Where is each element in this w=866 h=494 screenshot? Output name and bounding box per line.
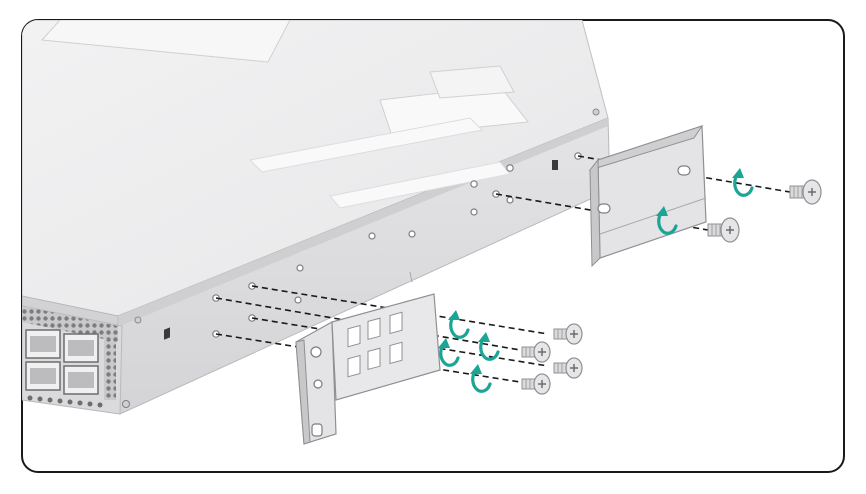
label-panel-1	[40, 20, 291, 63]
bracket-ear-holes	[310, 346, 323, 437]
phillips-screw	[553, 357, 583, 379]
phillips-screw	[553, 323, 583, 345]
rotation-arrows	[438, 168, 754, 393]
switch-chassis	[22, 20, 611, 415]
port-cage	[25, 329, 99, 395]
clockwise-rotation-arrow	[438, 338, 460, 367]
rear-bracket-slots	[597, 165, 691, 214]
front-led-holes	[27, 340, 116, 408]
label-panel-3	[429, 65, 515, 99]
clockwise-rotation-arrow	[448, 310, 470, 339]
side-seam	[409, 271, 413, 283]
vent-mesh	[22, 306, 118, 342]
front-mounting-bracket	[295, 293, 441, 445]
top-screw	[134, 316, 142, 324]
front-screw	[122, 400, 130, 408]
top-screw	[592, 108, 600, 116]
clockwise-rotation-arrow	[478, 332, 500, 361]
clockwise-rotation-arrow	[470, 364, 492, 393]
label-panel-5	[329, 161, 511, 209]
rear-bracket-lip-side	[589, 158, 601, 268]
phillips-screw	[707, 217, 740, 243]
clockwise-rotation-arrow	[656, 206, 678, 235]
side-slot	[552, 160, 558, 170]
rear-mounting-bracket	[588, 125, 707, 268]
phillips-screw	[521, 341, 551, 363]
side-slot	[164, 327, 170, 340]
bracket-cutouts	[347, 311, 403, 378]
phillips-screw	[789, 179, 822, 205]
phillips-screw	[521, 373, 551, 395]
rear-bracket-bend	[599, 197, 707, 235]
label-panel-4	[248, 117, 484, 173]
clockwise-rotation-arrow	[732, 168, 754, 197]
screw-group	[521, 179, 822, 395]
bracket-ear-edge	[295, 339, 311, 445]
